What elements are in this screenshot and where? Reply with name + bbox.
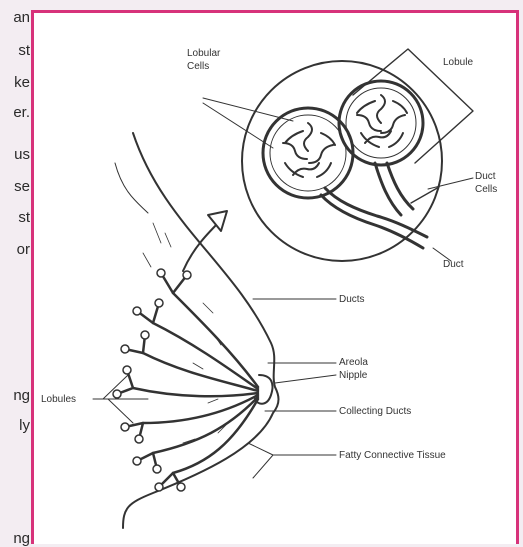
text-fragment: ly [19,418,30,433]
text-fragment: us [14,147,30,162]
label-areola: Areola [339,357,368,368]
text-fragment: er. [13,105,30,120]
text-fragment: st [18,210,30,225]
lobule-right [339,81,423,165]
label-duct: Duct [443,259,464,270]
label-collecting-ducts: Collecting Ducts [339,406,411,417]
text-fragment: ng [13,388,30,403]
label-lobule: Lobule [443,57,473,68]
text-fragment: se [14,179,30,194]
label-lobules: Lobules [41,394,76,405]
text-fragment: or [17,242,30,257]
text-fragment: ke [14,75,30,90]
label-fatty-connective-tissue: Fatty Connective Tissue [339,450,446,461]
label-ducts: Ducts [339,294,365,305]
label-duct-cells: Duct [475,171,496,182]
label-duct-cells-2: Cells [475,184,497,195]
label-lobular-cells: Lobular [187,48,221,59]
anatomy-figure-frame: Lobular Cells Lobule Duct Cells Duct Duc… [31,10,519,544]
text-fragment: st [18,43,30,58]
internal-ducts [117,273,258,487]
breast-anatomy-diagram: Lobular Cells Lobule Duct Cells Duct Duc… [34,13,522,547]
text-fragment: an [13,10,30,25]
left-text-column: an st ke er. us se st or ng ly ng [0,0,30,544]
label-lobular-cells-2: Cells [187,61,209,72]
label-nipple: Nipple [339,370,368,381]
